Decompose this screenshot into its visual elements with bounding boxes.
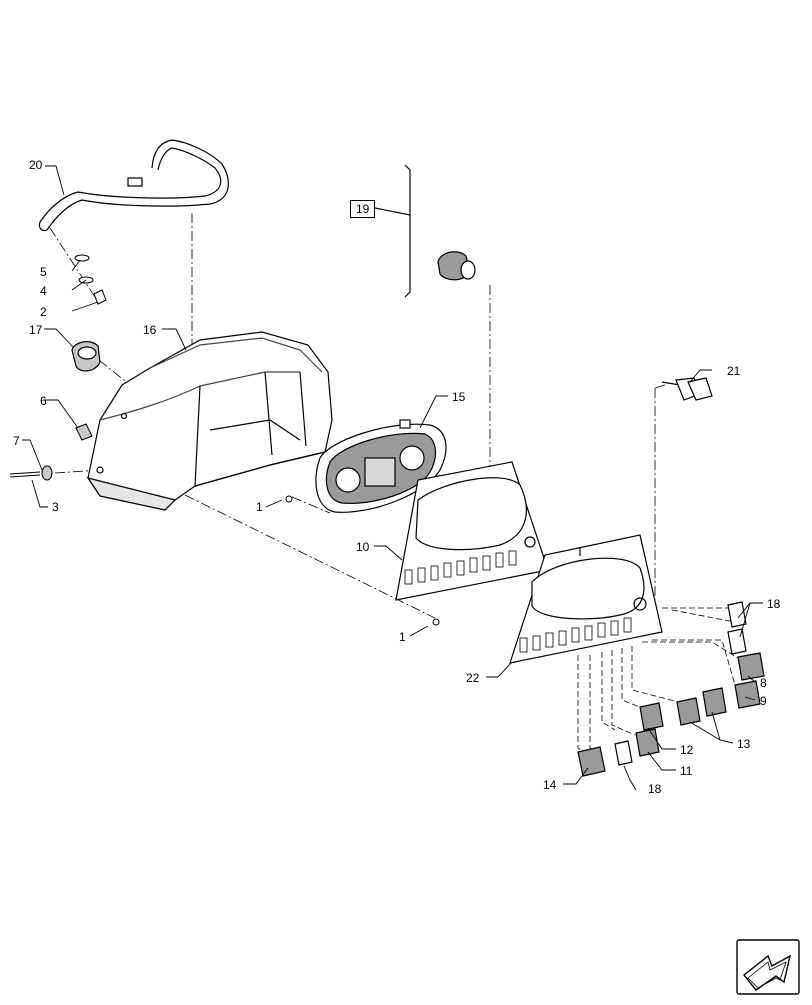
panel-10-part <box>395 461 549 601</box>
grab-handle-part <box>38 139 229 232</box>
callout-16: 16 <box>143 323 157 337</box>
callout-15: 15 <box>452 390 466 404</box>
callout-3: 3 <box>52 500 59 514</box>
panel-10-slots <box>404 550 517 585</box>
callout-2: 2 <box>40 305 47 319</box>
callout-1b: 1 <box>399 630 406 644</box>
callout-5: 5 <box>40 265 47 279</box>
callout-14: 14 <box>543 778 557 792</box>
dash-housing-part <box>86 331 333 511</box>
key-part <box>661 377 713 401</box>
rocker-switches <box>577 601 765 777</box>
bolt-part <box>9 465 53 481</box>
callout-7: 7 <box>13 434 20 448</box>
callout-10: 10 <box>356 540 370 554</box>
callout-leaders <box>22 165 763 791</box>
callout-12: 12 <box>680 743 694 757</box>
center-lines <box>49 213 666 656</box>
callout-18b: 18 <box>648 782 662 796</box>
instrument-cluster-part <box>315 419 447 513</box>
handle-hardware <box>74 254 107 305</box>
forward-arrow-icon <box>736 939 800 995</box>
callout-13: 13 <box>737 737 751 751</box>
clip-part <box>75 423 93 441</box>
callout-20: 20 <box>29 158 43 172</box>
callout-4: 4 <box>40 284 47 298</box>
callout-22: 22 <box>466 671 480 685</box>
callout-9: 9 <box>760 694 767 708</box>
panel-22-part <box>509 534 663 664</box>
callout-6: 6 <box>40 394 47 408</box>
callout-8: 8 <box>760 676 767 690</box>
ignition-switch-part <box>374 164 476 298</box>
callout-1a: 1 <box>256 500 263 514</box>
round-plug-part <box>71 341 101 372</box>
fasteners <box>285 495 440 626</box>
callout-19: 19 <box>350 200 376 218</box>
panel-22-slots <box>519 617 632 653</box>
callout-11: 11 <box>680 764 693 778</box>
callout-17: 17 <box>29 323 43 337</box>
callout-21: 21 <box>727 364 741 378</box>
callout-18a: 18 <box>767 597 781 611</box>
